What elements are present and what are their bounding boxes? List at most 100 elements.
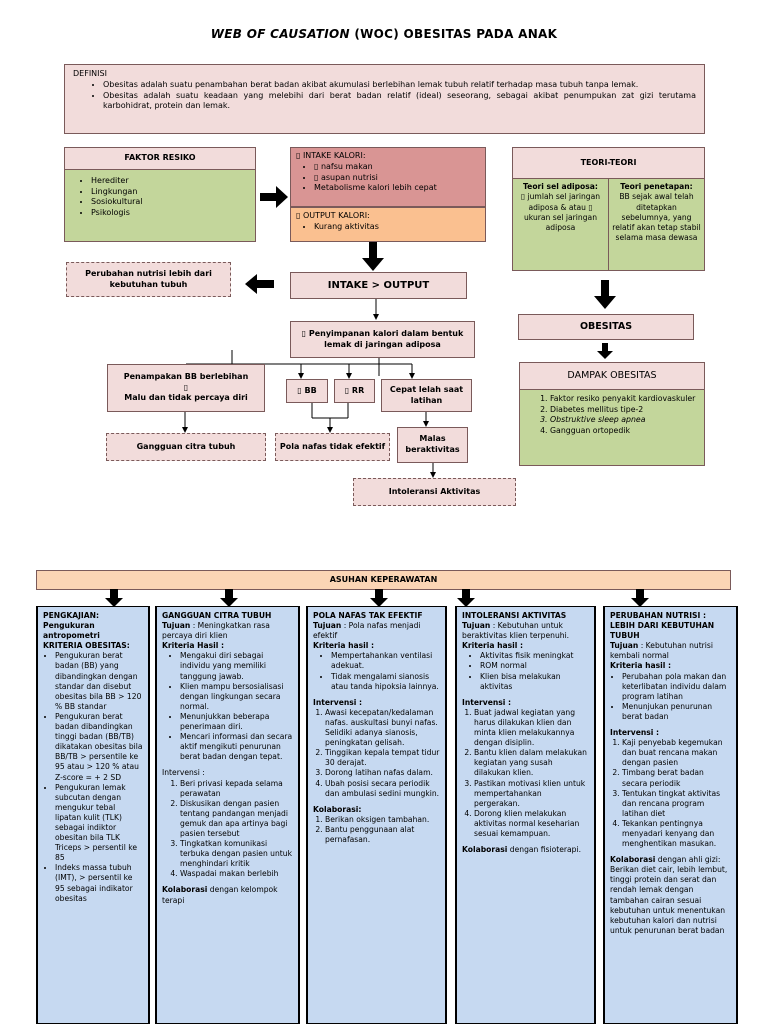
col2-intervensi-item: Diskusikan dengan pasien tentang pandang…	[180, 799, 293, 839]
intake-item: Metabolisme kalori lebih cepat	[314, 183, 480, 194]
col3-kriteria-item: Tidak mengalami sianosis atau tanda hipo…	[331, 672, 440, 692]
malas-box: Malas beraktivitas	[397, 427, 468, 463]
gangguan-citra-column: GANGGUAN CITRA TUBUH Tujuan : Meningkatk…	[155, 606, 300, 1024]
definisi-item: Obesitas adalah suatu penambahan berat b…	[103, 80, 696, 91]
col2-kriteria-label: Kriteria Hasil :	[162, 641, 225, 651]
col2-intervensi-list: Beri privasi kepada selama perawatan Dis…	[162, 779, 293, 880]
teori-box: TEORI-TEORI Teori sel adiposa: ▯ jumlah …	[512, 147, 705, 271]
col3-intervensi-item: Tinggikan kepala tempat tidur 30 derajat…	[325, 748, 440, 768]
kriteria-item: Pengukuran berat badan (BB) yang dibandi…	[55, 651, 143, 712]
faktor-item: Psikologis	[91, 208, 255, 219]
arrow-down-icon	[594, 280, 616, 309]
col4-kriteria-item: Aktivitas fisik meningkat	[480, 651, 589, 661]
faktor-resiko-list: Herediter Lingkungan Sosiokultural Psiko…	[65, 170, 255, 219]
col4-tujuan: Tujuan : Kebutuhan untuk beraktivitas kl…	[462, 621, 570, 641]
pola-nafas-column: POLA NAFAS TAK EFEKTIF Tujuan : Pola naf…	[306, 606, 447, 1024]
dampak-item: Diabetes mellitus tipe-2	[550, 405, 698, 416]
intake-kalori-box: ▯ INTAKE KALORI: ▯ nafsu makan ▯ asupan …	[290, 147, 486, 207]
definisi-list: Obesitas adalah suatu penambahan berat b…	[73, 80, 696, 112]
definisi-label: DEFINISI	[73, 69, 107, 78]
col3-intervensi-label: Intervensi :	[313, 697, 363, 707]
col3-kolaborasi-list: Berikan oksigen tambahan. Bantu pengguna…	[313, 815, 440, 845]
col4-intervensi-item: Buat jadwal kegiatan yang harus dilakuka…	[474, 708, 589, 748]
col4-intervensi-item: Pastikan motivasi klien untuk mempertaha…	[474, 779, 589, 809]
penyimpanan-box: ▯ Penyimpanan kalori dalam bentuk lemak …	[290, 321, 475, 358]
col3-kolaborasi-item: Berikan oksigen tambahan.	[325, 815, 440, 825]
obesitas-box: OBESITAS	[518, 314, 694, 340]
col2-intervensi-item: Tingkatkan komunikasi terbuka dengan pas…	[180, 839, 293, 869]
bb-box: ▯ BB	[286, 379, 328, 403]
col3-kolaborasi-item: Bantu penggunaan alat pernafasan.	[325, 825, 440, 845]
dampak-list: Faktor resiko penyakit kardiovaskuler Di…	[520, 390, 704, 436]
col3-kriteria-label: Kriteria hasil :	[313, 641, 375, 651]
perubahan-nutrisi-column: PERUBAHAN NUTRISI : LEBIH DARI KEBUTUHAN…	[603, 606, 738, 1024]
teori-sel-text: ▯ jumlah sel jaringan adiposa & atau ▯ u…	[520, 192, 601, 232]
col2-kriteria-list: Mengakui diri sebagai individu yang memi…	[162, 651, 293, 762]
dampak-item: Obstruktive sleep apnea	[550, 415, 698, 426]
output-kalori-box: ▯ OUTPUT KALORI: Kurang aktivitas	[290, 207, 486, 242]
col4-kolaborasi: Kolaborasi dengan fisioterapi.	[462, 845, 582, 855]
output-title: ▯ OUTPUT KALORI:	[296, 211, 370, 220]
teori-sel-title: Teori sel adiposa:	[523, 182, 598, 191]
col3-tujuan: Tujuan : Pola nafas menjadi efektif	[313, 621, 421, 641]
col2-title: GANGGUAN CITRA TUBUH	[162, 611, 272, 620]
col5-title: PERUBAHAN NUTRISI : LEBIH DARI KEBUTUHAN…	[610, 611, 715, 641]
teori-penetapan-title: Teori penetapan:	[620, 182, 693, 191]
col5-kolaborasi: Kolaborasi dengan ahli gizi: Berikan die…	[610, 855, 728, 935]
col3-intervensi-item: Awasi kecepatan/kedalaman nafas. auskult…	[325, 708, 440, 748]
col4-intervensi-label: Intervensi :	[462, 697, 512, 707]
col4-intervensi-item: Bantu klien dalam melakukan kegiatan yan…	[474, 748, 589, 778]
col5-intervensi-list: Kaji penyebab kegemukan dan buat rencana…	[610, 738, 731, 849]
arrow-down-small-icon	[373, 299, 379, 320]
dampak-item: Faktor resiko penyakit kardiovaskuler	[550, 394, 698, 405]
kriteria-obesitas-list: Pengukuran berat badan (BB) yang dibandi…	[43, 651, 143, 903]
intake-item: ▯ nafsu makan	[314, 162, 480, 173]
col2-kolaborasi: Kolaborasi dengan kelompok terapi	[162, 885, 278, 905]
col5-kriteria-item: Menunjukan penurunan berat badan	[622, 702, 731, 722]
teori-columns: Teori sel adiposa: ▯ jumlah sel jaringan…	[513, 179, 704, 271]
col5-kriteria-item: Perubahan pola makan dan keterlibatan in…	[622, 672, 731, 702]
col5-intervensi-item: Tentukan tingkat aktivitas dan rencana p…	[622, 789, 731, 819]
arrow-down-icon	[597, 343, 613, 359]
intake-title: ▯ INTAKE KALORI:	[296, 151, 366, 160]
faktor-item: Sosiokultural	[91, 197, 255, 208]
cepat-lelah-box: Cepat lelah saat latihan	[381, 379, 472, 412]
arrow-left-icon	[245, 274, 274, 294]
asuhan-arrows	[105, 589, 649, 607]
pengkajian-title: PENGKAJIAN:	[43, 611, 100, 620]
pola-nafas-diagnosis: Pola nafas tidak efektif	[275, 433, 390, 461]
faktor-resiko-title: FAKTOR RESIKO	[65, 148, 255, 170]
col2-intervensi-item: Waspadai makan berlebih	[180, 869, 293, 879]
definisi-box: DEFINISI Obesitas adalah suatu penambaha…	[64, 64, 705, 134]
col5-intervensi-item: Timbang berat badan secara periodik	[622, 768, 731, 788]
intake-output-box: INTAKE > OUTPUT	[290, 272, 467, 299]
teori-penetapan: Teori penetapan: BB sejak awal telah dit…	[609, 179, 704, 271]
teori-title: TEORI-TEORI	[513, 148, 704, 179]
col2-tujuan: Tujuan : Meningkatkan rasa percaya diri …	[162, 621, 270, 641]
col5-intervensi-label: Intervensi :	[610, 728, 660, 738]
penampakan-line1: Penampakan BB berlebihan	[123, 371, 249, 381]
col3-kriteria-list: Mempertahankan ventilasi adekuat. Tidak …	[313, 651, 440, 691]
intoleransi-column: INTOLERANSI AKTIVITAS Tujuan : Kebutuhan…	[455, 606, 596, 1024]
gangguan-citra-diagnosis: Gangguan citra tubuh	[106, 433, 266, 461]
col4-kriteria-item: Klien bisa melakukan aktivitas	[480, 672, 589, 692]
output-item: Kurang aktivitas	[314, 222, 480, 233]
intake-list: ▯ nafsu makan ▯ asupan nutrisi Metabolis…	[296, 162, 480, 194]
col4-kriteria-label: Kriteria hasil :	[462, 641, 524, 651]
col4-intervensi-list: Buat jadwal kegiatan yang harus dilakuka…	[462, 708, 589, 839]
col3-kolaborasi-label: Kolaborasi:	[313, 804, 362, 814]
col4-kriteria-list: Aktivitas fisik meningkat ROM normal Kli…	[462, 651, 589, 691]
faktor-item: Lingkungan	[91, 187, 255, 198]
col2-kriteria-item: Mencari informasi dan secara aktif mengi…	[180, 732, 293, 762]
dampak-box: DAMPAK OBESITAS Faktor resiko penyakit k…	[519, 362, 705, 466]
intake-item: ▯ asupan nutrisi	[314, 173, 480, 184]
col3-kriteria-item: Mempertahankan ventilasi adekuat.	[331, 651, 440, 671]
col2-intervensi-label: Intervensi :	[162, 768, 205, 778]
page-title: WEB OF CAUSATION (WOC) OBESITAS PADA ANA…	[210, 27, 558, 41]
col3-intervensi-list: Awasi kecepatan/kedalaman nafas. auskult…	[313, 708, 440, 799]
col4-intervensi-item: Dorong klien melakukan aktivitas normal …	[474, 809, 589, 839]
perubahan-nutrisi-diagnosis: Perubahan nutrisi lebih dari kebutuhan t…	[66, 262, 231, 297]
col2-kriteria-item: Mengakui diri sebagai individu yang memi…	[180, 651, 293, 681]
col5-intervensi-item: Kaji penyebab kegemukan dan buat rencana…	[622, 738, 731, 768]
arrow-right-icon	[260, 186, 288, 208]
